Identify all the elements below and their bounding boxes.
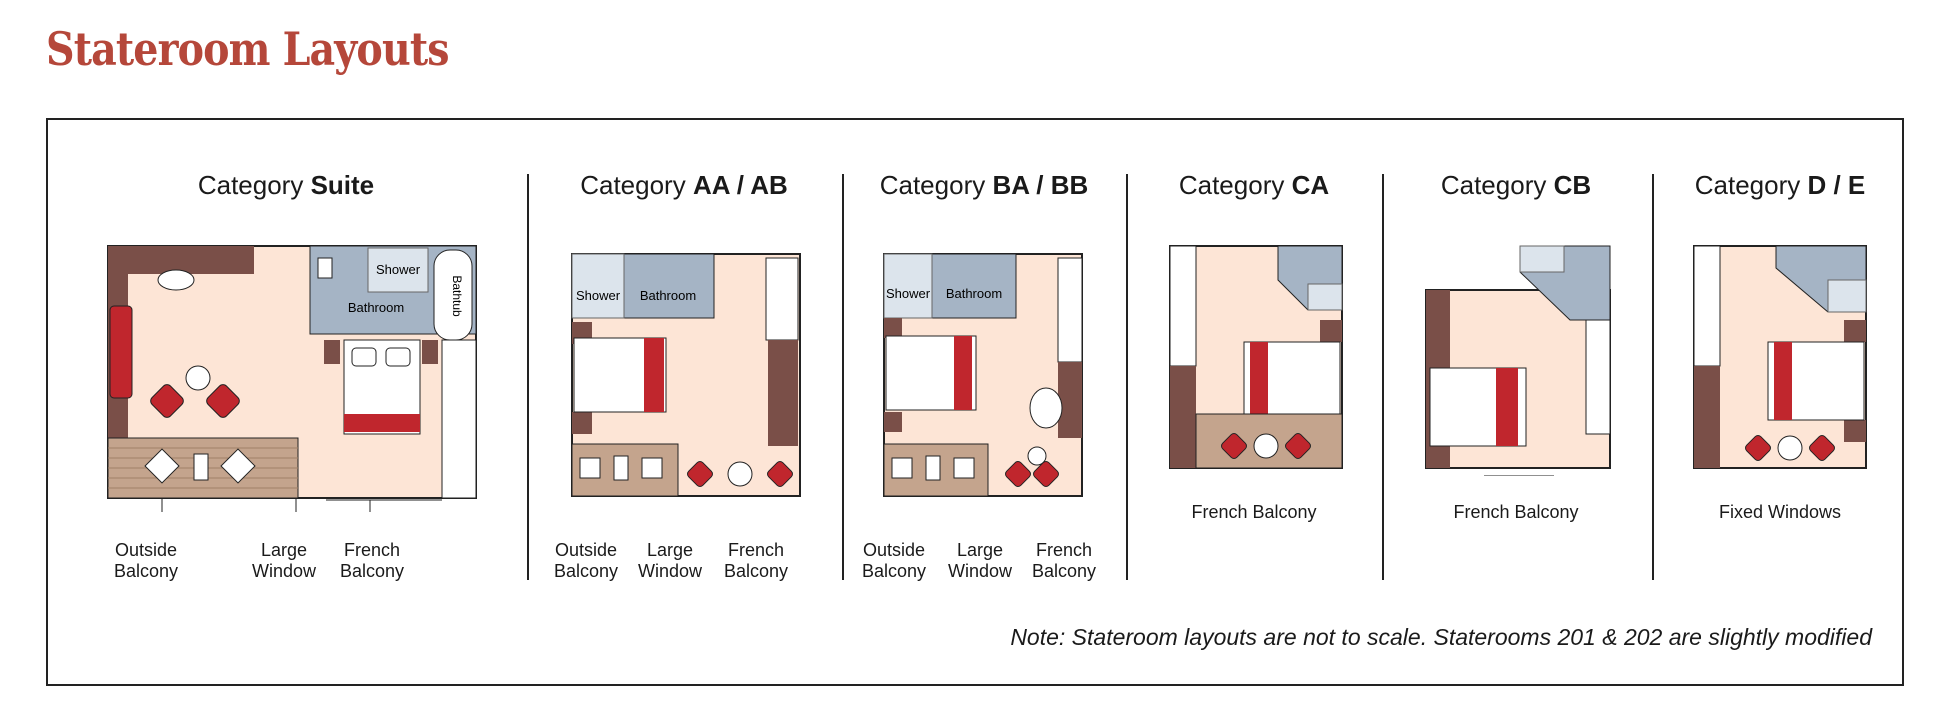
bathtub-label: Bathtub (450, 275, 464, 317)
category-title-ba-bb: Category BA / BB (879, 170, 1089, 200)
layouts-frame (46, 118, 1904, 686)
column-divider (1126, 174, 1128, 580)
category-title-cb: Category CB (1440, 170, 1592, 200)
floor-plan-aa-ab: Shower Bathroom (571, 253, 801, 497)
scale-note: Note: Stateroom layouts are not to scale… (1010, 624, 1872, 650)
floor-plan-cb (1425, 245, 1611, 476)
floor-plan-ba-bb: Shower Bathroom (883, 253, 1083, 497)
floor-plan-d-e (1693, 245, 1867, 469)
column-divider (842, 174, 844, 580)
shower-label: Shower (886, 286, 931, 301)
bathroom-label: Bathroom (946, 286, 1002, 301)
shower-label: Shower (376, 262, 421, 277)
bathroom-label: Bathroom (640, 288, 696, 303)
bathroom-label: Bathroom (348, 300, 404, 315)
floor-plan-suite: Shower Bathroom Bathtub (107, 245, 477, 512)
column-divider (1382, 174, 1384, 580)
category-title-d-e: Category D / E (1694, 170, 1866, 200)
label-french-balcony: French Balcony (1191, 502, 1317, 522)
label-fixed-windows: Fixed Windows (1718, 502, 1842, 522)
column-divider (527, 174, 529, 580)
category-title-ca: Category CA (1178, 170, 1330, 200)
column-divider (1652, 174, 1654, 580)
category-title-suite: Category Suite (197, 170, 375, 200)
floor-plan-ca (1169, 245, 1343, 469)
label-french-balcony: French Balcony (1453, 502, 1579, 522)
category-title-aa-ab: Category AA / AB (580, 170, 788, 200)
shower-label: Shower (576, 288, 621, 303)
page-title: Stateroom Layouts (46, 22, 450, 76)
